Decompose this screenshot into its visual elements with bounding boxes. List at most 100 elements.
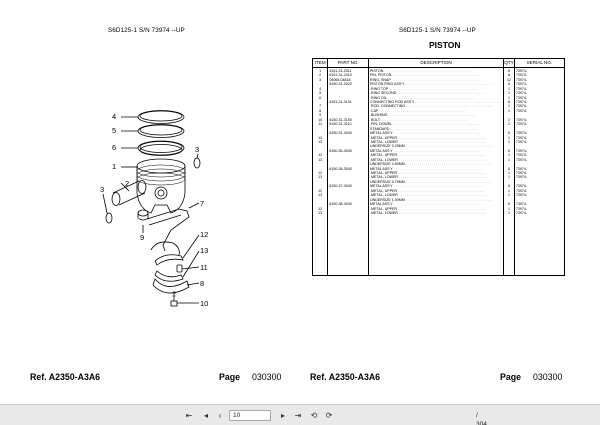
- cell-serial-no: 73974-: [513, 139, 566, 145]
- cell-serial-no: 73974-: [513, 86, 566, 92]
- description-text: .RING TOP: [370, 86, 389, 91]
- cell-item: 12: [311, 135, 329, 140]
- cell-description: METAL ASS'Y . . . . . . . . . . . . . . …: [367, 148, 505, 154]
- cell-serial-no: [513, 144, 566, 149]
- parts-table: ITEM PART NO. DESCRIPTION QTY SERIAL NO.…: [311, 58, 566, 276]
- page-number-input[interactable]: 10 / 304: [229, 410, 487, 425]
- callout-2: 2: [125, 179, 129, 188]
- leader-dots: . . . . . . . . . . . . . . . . . . . . …: [392, 184, 481, 189]
- callout-7: 7: [200, 199, 204, 208]
- description-text: .METAL, LOWER: [370, 157, 398, 162]
- cell-item: 6: [311, 95, 329, 101]
- cell-description: .METAL, LOWER . . . . . . . . . . . . . …: [367, 210, 505, 216]
- cell-description: PISTON RING ASS'Y . . . . . . . . . . . …: [367, 82, 505, 87]
- cell-item: 12: [311, 171, 329, 176]
- callout-9: 9: [140, 233, 144, 242]
- prev-page-arrow-icon[interactable]: ‹: [218, 411, 222, 420]
- description-text: .METAL, UPPER: [370, 188, 398, 193]
- leader-dots: . . . . . . . . . . . . . . . . . . . . …: [388, 86, 477, 91]
- table-row: 7.ROD, CONNECTING . . . . . . . . . . . …: [311, 104, 566, 109]
- cell-item: [311, 184, 329, 189]
- column-header-item: ITEM: [311, 58, 329, 68]
- leader-dots: . . . . . . . . . . . . . . . . . . . . …: [414, 100, 503, 105]
- cell-item: [311, 144, 329, 149]
- leader-dots: . . . . . . . . . . . . . . . . . . . . …: [397, 175, 486, 180]
- table-row: 13.METAL, LOWER . . . . . . . . . . . . …: [311, 193, 566, 198]
- cell-item: 4: [311, 86, 329, 92]
- cell-description: UNDERSIZE 0.75MM . . . . . . . . . . . .…: [367, 179, 505, 185]
- piston-exploded-diagram: 4 5 6 1 3 2 3 9 7 12 13 11 8 10: [100, 110, 208, 308]
- cell-serial-no: 73974-: [513, 171, 566, 176]
- cell-item: [311, 179, 329, 185]
- callout-3-right: 3: [195, 145, 199, 154]
- leader-dots: . . . . . . . . . . . . . . . . . . . . …: [397, 206, 485, 211]
- description-text: .METAL, LOWER: [370, 193, 398, 198]
- leader-dots: . . . . . . . . . . . . . . . . . . . . …: [383, 69, 472, 73]
- table-row: UNDERSIZE 0.50MM . . . . . . . . . . . .…: [311, 162, 566, 167]
- description-text: .METAL, UPPER: [370, 206, 398, 211]
- cell-serial-no: 73974-: [513, 210, 566, 216]
- description-text: PIN, PISTON: [370, 73, 392, 78]
- callout-6: 6: [112, 143, 116, 152]
- cell-description: .METAL, LOWER . . . . . . . . . . . . . …: [367, 139, 505, 145]
- leader-dots: . . . . . . . . . . . . . . . . . . . . …: [391, 73, 480, 78]
- cell-item: [311, 148, 329, 154]
- cell-description: UNDERSIZE 0.50MM . . . . . . . . . . . .…: [367, 162, 505, 167]
- leader-dots: . . . . . . . . . . . . . . . . . . . . …: [397, 210, 486, 215]
- cell-item: 13: [311, 157, 329, 163]
- cell-item: 12: [311, 188, 329, 194]
- description-text: .RING SECOND: [370, 91, 397, 96]
- cell-serial-no: 73974-: [513, 148, 566, 154]
- cell-serial-no: 73974-: [513, 122, 566, 127]
- callout-5: 5: [112, 126, 116, 135]
- table-row: 8.CAP . . . . . . . . . . . . . . . . . …: [311, 108, 566, 114]
- prev-page-icon[interactable]: ◂: [203, 411, 208, 420]
- back-icon[interactable]: ⟲: [310, 411, 318, 420]
- leader-dots: . . . . . . . . . . . . . . . . . . . . …: [389, 126, 478, 131]
- cell-serial-no: 73974-: [513, 82, 566, 87]
- cell-description: METAL ASS'Y . . . . . . . . . . . . . . …: [367, 131, 505, 136]
- cell-description: PISTON . . . . . . . . . . . . . . . . .…: [367, 67, 505, 74]
- right-footer-page-number: 030300: [533, 372, 563, 382]
- cell-item: 12: [311, 153, 329, 158]
- cell-description: METAL ASS'Y . . . . . . . . . . . . . . …: [367, 184, 505, 189]
- left-page: S6D125-1 S/N 73974 --UP: [0, 0, 300, 404]
- leader-dots: . . . . . . . . . . . . . . . . . . . . …: [392, 166, 481, 171]
- description-text: CONNECTING ROD ASS'Y: [370, 100, 415, 105]
- leader-dots: . . . . . . . . . . . . . . . . . . . . …: [397, 153, 485, 158]
- leader-dots: . . . . . . . . . . . . . . . . . . . . …: [396, 91, 485, 96]
- current-page-value: 10: [233, 412, 241, 419]
- description-text: .METAL, UPPER: [370, 171, 398, 176]
- description-text: METAL ASS'Y: [370, 166, 393, 171]
- leader-dots: . . . . . . . . . . . . . . . . . . . . …: [387, 113, 476, 118]
- cell-item: 10: [311, 117, 329, 123]
- description-text: .ROD, CONNECTING: [370, 104, 406, 109]
- left-footer-ref: Ref. A2350-A3A6: [30, 372, 101, 382]
- forward-icon[interactable]: ⟳: [325, 411, 333, 420]
- description-text: RING, SNAP: [370, 77, 391, 82]
- left-footer-page-number: 030300: [252, 372, 282, 382]
- cell-description: .PIN, DOWEL . . . . . . . . . . . . . . …: [367, 122, 505, 127]
- description-text: UNDERSIZE 0.75MM: [370, 179, 405, 184]
- cell-description: METAL ASS'Y . . . . . . . . . . . . . . …: [367, 166, 505, 172]
- description-text: UNDERSIZE 0.50MM: [370, 162, 405, 167]
- empty-cell: [327, 215, 369, 276]
- description-text: .METAL, UPPER: [370, 135, 398, 140]
- next-page-icon[interactable]: ▸: [280, 411, 285, 420]
- leader-dots: . . . . . . . . . . . . . . . . . . . . …: [392, 131, 481, 136]
- empty-cell: [367, 215, 505, 276]
- cell-item: 9: [311, 113, 329, 118]
- leader-dots: . . . . . . . . . . . . . . . . . . . . …: [404, 179, 493, 184]
- cell-description: .ROD, CONNECTING . . . . . . . . . . . .…: [367, 104, 505, 109]
- table-row: 6.RING OIL . . . . . . . . . . . . . . .…: [311, 95, 566, 101]
- pdf-toolbar: ⇤ ◂ ‹ 10 / 304 ▸ ⇥ ⟲ ⟳: [0, 404, 600, 425]
- first-page-icon[interactable]: ⇤: [185, 411, 193, 420]
- cell-serial-no: 73974-: [513, 202, 566, 207]
- last-page-icon[interactable]: ⇥: [294, 411, 302, 420]
- table-row: 12.METAL, UPPER . . . . . . . . . . . . …: [311, 188, 566, 194]
- right-page-header: S6D125-1 S/N 73974 --UP: [399, 27, 476, 34]
- leader-dots: . . . . . . . . . . . . . . . . . . . . …: [392, 148, 481, 153]
- cell-item: [311, 100, 329, 105]
